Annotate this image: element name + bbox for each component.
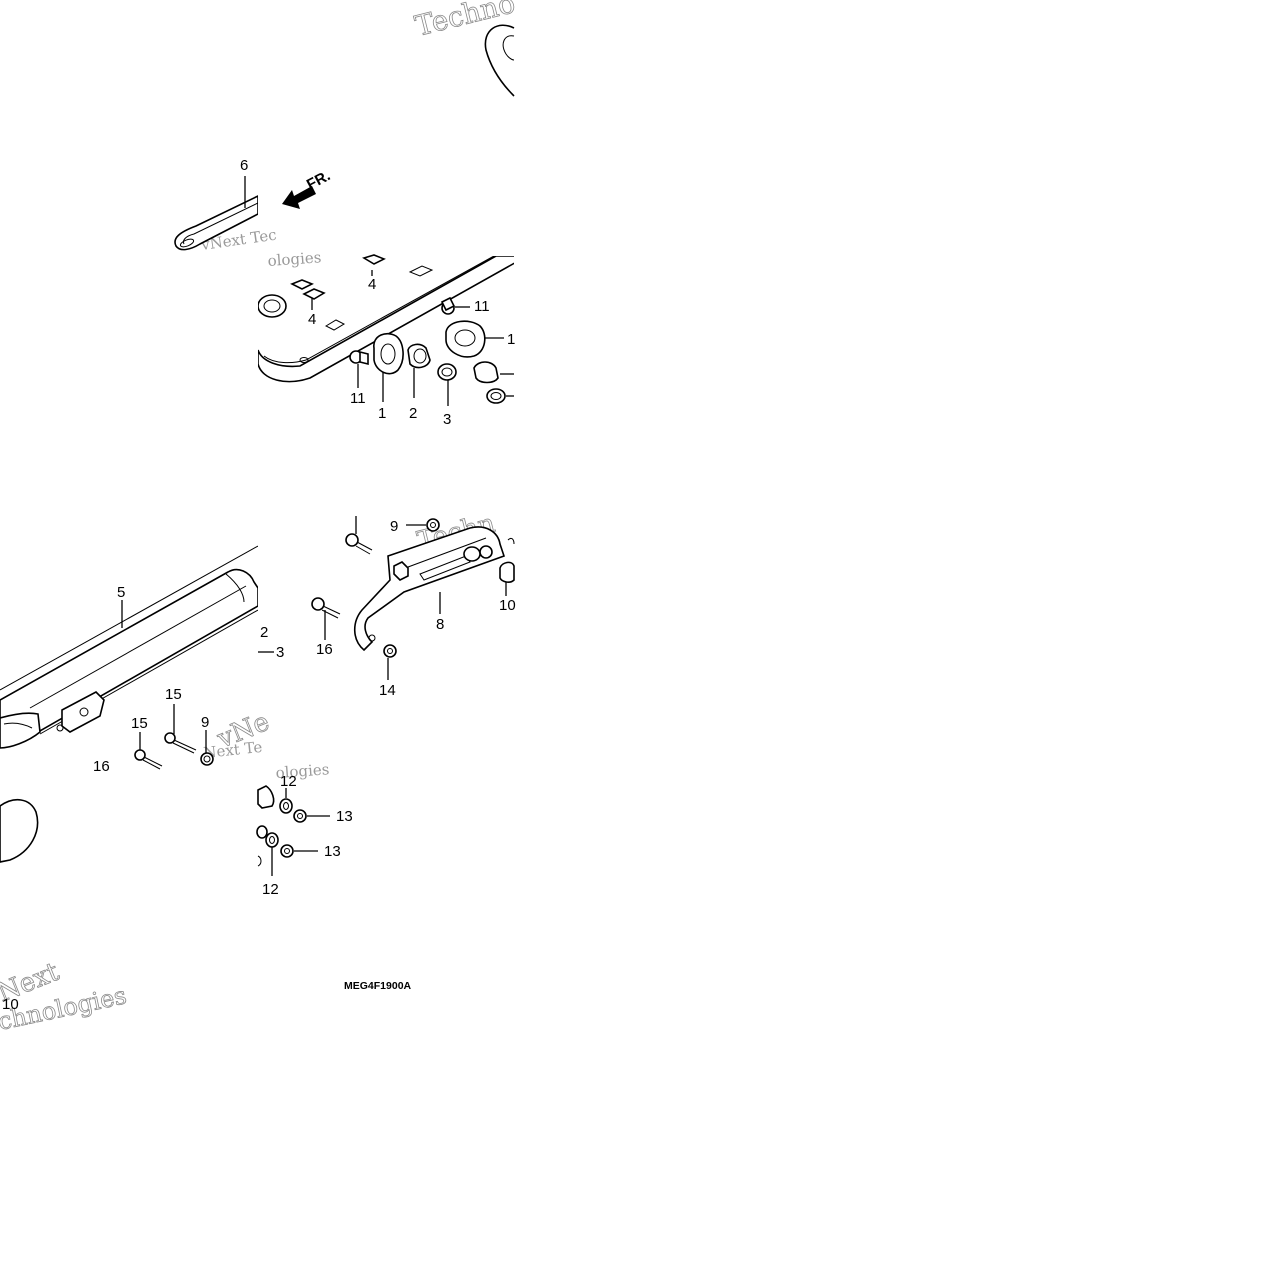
flange-parts-right — [440, 296, 506, 404]
callout-12: 12 — [280, 773, 297, 790]
nut-9-lower — [200, 752, 214, 766]
callout-3: 3 — [443, 411, 451, 428]
callout-16: 16 — [316, 641, 333, 658]
callout-13: 13 — [336, 808, 353, 825]
figure-code: MEG4F1900A — [344, 980, 412, 992]
bolt-15-upper — [164, 732, 197, 754]
callout-12: 12 — [262, 881, 279, 898]
callout-8: 8 — [436, 616, 444, 633]
callout-4: 4 — [368, 276, 376, 293]
watermark-text: ologies — [267, 248, 322, 270]
callout-3: 3 — [276, 644, 284, 661]
callout-4: 4 — [308, 311, 316, 328]
mount-hardware — [256, 785, 307, 867]
bolt-15-lower — [134, 749, 163, 770]
heat-shield-6 — [174, 195, 258, 251]
callout-1: 1 — [378, 405, 386, 422]
callout-11: 11 — [350, 390, 366, 407]
callout-2: 2 — [260, 624, 268, 641]
callout-15: 15 — [131, 715, 148, 732]
muffler-upper-body — [258, 254, 514, 383]
callout-16: 16 — [93, 758, 110, 775]
callout-5: 5 — [117, 584, 125, 601]
flange-parts-left — [349, 332, 457, 381]
watermark-text: ologies — [275, 760, 330, 782]
muffler-5 — [0, 545, 258, 749]
muffler-bracket-8 — [311, 518, 515, 658]
callout-10: 10 — [2, 996, 19, 1013]
callout-6: 6 — [240, 157, 248, 174]
callout-2: 2 — [409, 405, 417, 422]
muffler-tail-end — [0, 799, 39, 863]
callout-15: 15 — [165, 686, 182, 703]
callout-11: 11 — [474, 298, 490, 315]
callout-13: 13 — [324, 843, 341, 860]
pipe-end-fragment — [484, 24, 515, 97]
front-direction-arrow-icon: FR. — [282, 167, 333, 209]
callout-9: 9 — [390, 518, 398, 535]
callout-9: 9 — [201, 714, 209, 731]
callout-14: 14 — [379, 682, 396, 699]
callout-1: 1 — [507, 331, 515, 348]
callout-10: 10 — [499, 597, 516, 614]
